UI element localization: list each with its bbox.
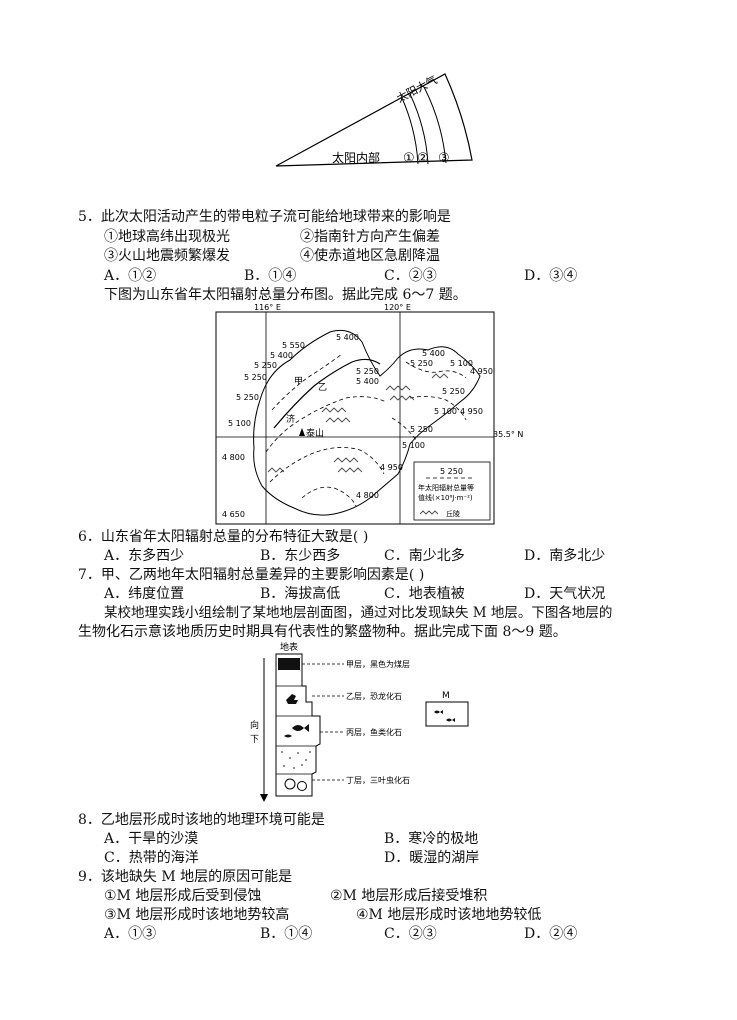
map-legend — [413, 461, 491, 521]
contour-label: 5 400 — [270, 351, 293, 360]
contour-label: 5 100 — [402, 441, 425, 450]
legend-line-2: 值线(×10⁶J·m⁻²) — [418, 493, 473, 502]
place-ji: 济 — [286, 413, 295, 425]
q8-option-b[interactable]: B．寒冷的极地 — [384, 831, 479, 847]
layer-jia-label: 甲层，黑色为煤层 — [346, 659, 410, 669]
down-label-1: 向 — [250, 719, 259, 731]
contour-label: 4 950 — [460, 407, 483, 416]
lat-355-label: 35.5° N — [493, 430, 523, 439]
contour-label: 5 550 — [282, 341, 305, 350]
q9-option-a[interactable]: A．①③ — [104, 926, 157, 942]
q9-option-b[interactable]: B．①④ — [260, 926, 313, 942]
contour-label: 5 250 — [356, 367, 379, 376]
legend-value: 5 250 — [440, 467, 463, 476]
q9-stem: 9．该地缺失 M 地层的原因可能是 — [78, 869, 293, 885]
legend-line-1: 年太阳辐射总量等 — [418, 483, 474, 492]
q8-option-a[interactable]: A．干旱的沙漠 — [104, 831, 199, 847]
q7-stem: 7．甲、乙两地年太阳辐射总量差异的主要影响因素是( ) — [78, 567, 425, 583]
q5-statement-3: ③火山地震频繁爆发 — [104, 248, 230, 264]
contour-label: 5 250 — [410, 359, 433, 368]
q9-statement-4: ④M 地层形成时该地地势较低 — [356, 907, 542, 923]
m-layer-box — [425, 701, 469, 727]
contour-label: 5 400 — [356, 377, 379, 386]
q9-option-d[interactable]: D．②④ — [524, 926, 578, 942]
q5-statement-4: ④使赤道地区急剧降温 — [300, 248, 440, 264]
place-taishan: 泰山 — [306, 427, 324, 439]
contour-label: 5 250 — [244, 373, 267, 382]
q9-statement-3: ③M 地层形成时该地地势较高 — [104, 907, 290, 923]
solar-radiation-map: 116° E 120° E 35.5° N 5 400 5 550 5 400 … — [215, 303, 523, 525]
hill-symbol-icon — [419, 510, 439, 515]
contour-label: 5 100 — [450, 359, 473, 368]
contour-label: 4 800 — [222, 453, 245, 462]
contour-label: 5 250 — [410, 425, 433, 434]
contour-label: 5 100 — [228, 419, 251, 428]
q5-stem: 5．此次太阳活动产生的带电粒子流可能给地球带来的影响是 — [78, 209, 451, 225]
q5-option-d[interactable]: D．③④ — [524, 268, 578, 284]
sun-structure-figure: 太阳内部 太阳大气 ① ② ③ — [275, 72, 473, 167]
intro-6-7: 下图为山东省年太阳辐射总量分布图。据此完成 6～7 题。 — [104, 287, 467, 303]
contour-label: 5 250 — [236, 393, 259, 402]
legend-hill: 丘陵 — [446, 509, 460, 518]
q6-stem: 6．山东省年太阳辐射总量的分布特征大致是( ) — [78, 529, 369, 545]
contour-label: 5 400 — [336, 333, 359, 342]
q5-option-b[interactable]: B．①④ — [244, 268, 297, 284]
mountain-icon — [299, 428, 305, 436]
contour-label: 4 800 — [356, 491, 379, 500]
down-label-2: 下 — [250, 735, 259, 745]
q6-option-a[interactable]: A．东多西少 — [104, 548, 185, 564]
layer-ding-label: 丁层，三叶虫化石 — [346, 775, 410, 785]
fish-icon — [292, 724, 309, 732]
sun-interior-label: 太阳内部 — [332, 150, 380, 165]
q8-option-c[interactable]: C．热带的海洋 — [104, 850, 199, 866]
q8-stem: 8．乙地层形成时该地的地理环境可能是 — [78, 812, 325, 828]
intro-8-9-line-1: 某校地理实践小组绘制了某地地层剖面图，通过对比发现缺失 M 地层。下图各地层的 — [104, 605, 613, 621]
layer-3-label: ③ — [438, 151, 450, 166]
layer-2-label: ② — [417, 151, 429, 166]
q7-option-d[interactable]: D．天气状况 — [524, 586, 606, 602]
q5-option-a[interactable]: A．①② — [104, 268, 157, 284]
q6-option-d[interactable]: D．南多北少 — [524, 548, 606, 564]
q6-option-c[interactable]: C．南少北多 — [384, 548, 465, 564]
layer-bing-label: 丙层，鱼类化石 — [346, 727, 402, 737]
contour-label: 5 250 — [254, 361, 277, 370]
place-jia: 甲 — [294, 376, 303, 387]
q5-option-c[interactable]: C．②③ — [384, 268, 437, 284]
q5-statement-2: ②指南针方向产生偏差 — [300, 229, 440, 245]
q9-option-c[interactable]: C．②③ — [384, 926, 437, 942]
contour-label: 4 650 — [222, 510, 245, 519]
q9-statement-2: ②M 地层形成后接受堆积 — [330, 888, 488, 904]
down-arrow-icon — [260, 794, 268, 802]
q5-statement-1: ①地球高纬出现极光 — [104, 229, 230, 245]
strata-figure: 地表 向 下 甲层，黑色为煤层 乙层，恐龙化石 丙层，鱼类化石 丁层，三叶虫化石… — [250, 641, 469, 802]
q7-option-c[interactable]: C．地表植被 — [384, 586, 465, 602]
contour-label: 4 950 — [470, 367, 493, 376]
q8-option-d[interactable]: D．暖湿的湖岸 — [384, 850, 480, 866]
lon-116-label: 116° E — [254, 303, 281, 312]
q7-option-b[interactable]: B．海拔高低 — [260, 586, 341, 602]
contour-label: 5 400 — [422, 349, 445, 358]
contour-label: 4 950 — [380, 463, 403, 472]
surface-label: 地表 — [280, 641, 298, 653]
intro-8-9-line-2: 生物化石示意该地质历史时期具有代表性的繁盛物种。据此完成下面 8～9 题。 — [78, 624, 567, 640]
lon-120-label: 120° E — [384, 303, 411, 312]
place-yi: 乙 — [318, 382, 327, 393]
layer-yi-label: 乙层，恐龙化石 — [346, 691, 402, 701]
q6-option-b[interactable]: B．东少西多 — [260, 548, 341, 564]
contour-label: 5 250 — [442, 387, 465, 396]
q9-statement-1: ①M 地层形成后受到侵蚀 — [104, 888, 262, 904]
contour-label: 5 100 — [434, 407, 457, 416]
q7-option-a[interactable]: A．纬度位置 — [104, 586, 185, 602]
dinosaur-icon — [286, 694, 298, 704]
m-label: M — [442, 691, 450, 701]
layer-1-label: ① — [403, 151, 415, 166]
trilobite-icon — [284, 778, 296, 790]
